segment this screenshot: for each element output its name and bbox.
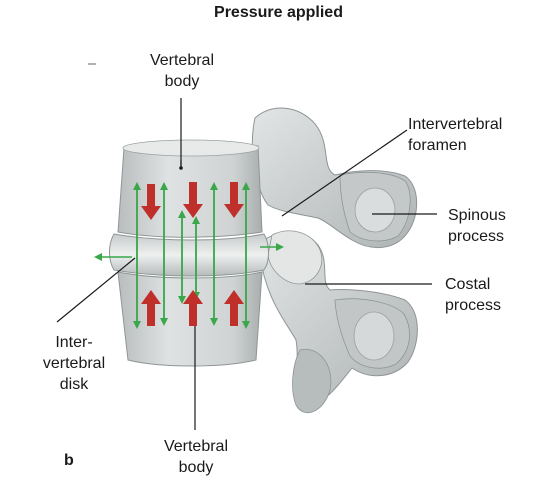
label-vertebral-body-bottom: Vertebral body — [163, 438, 229, 476]
panel-letter: b — [64, 452, 74, 469]
force-arrows — [94, 182, 284, 329]
pressure-arrows — [141, 182, 244, 326]
label-spinous-process: Spinous process — [448, 207, 506, 245]
label-costal-process: Costal process — [445, 276, 502, 314]
label-intervertebral-disk: Inter- vertebral disk — [42, 334, 106, 393]
leader-lines — [56, 98, 437, 430]
label-vertebral-body-top: Vertebral body — [149, 52, 215, 90]
figure-title: Pressure applied — [214, 4, 343, 21]
intervertebral-disk-shape — [109, 233, 269, 277]
posterior-elements — [251, 107, 418, 414]
label-intervertebral-foramen: Intervertebral foramen — [408, 116, 503, 154]
